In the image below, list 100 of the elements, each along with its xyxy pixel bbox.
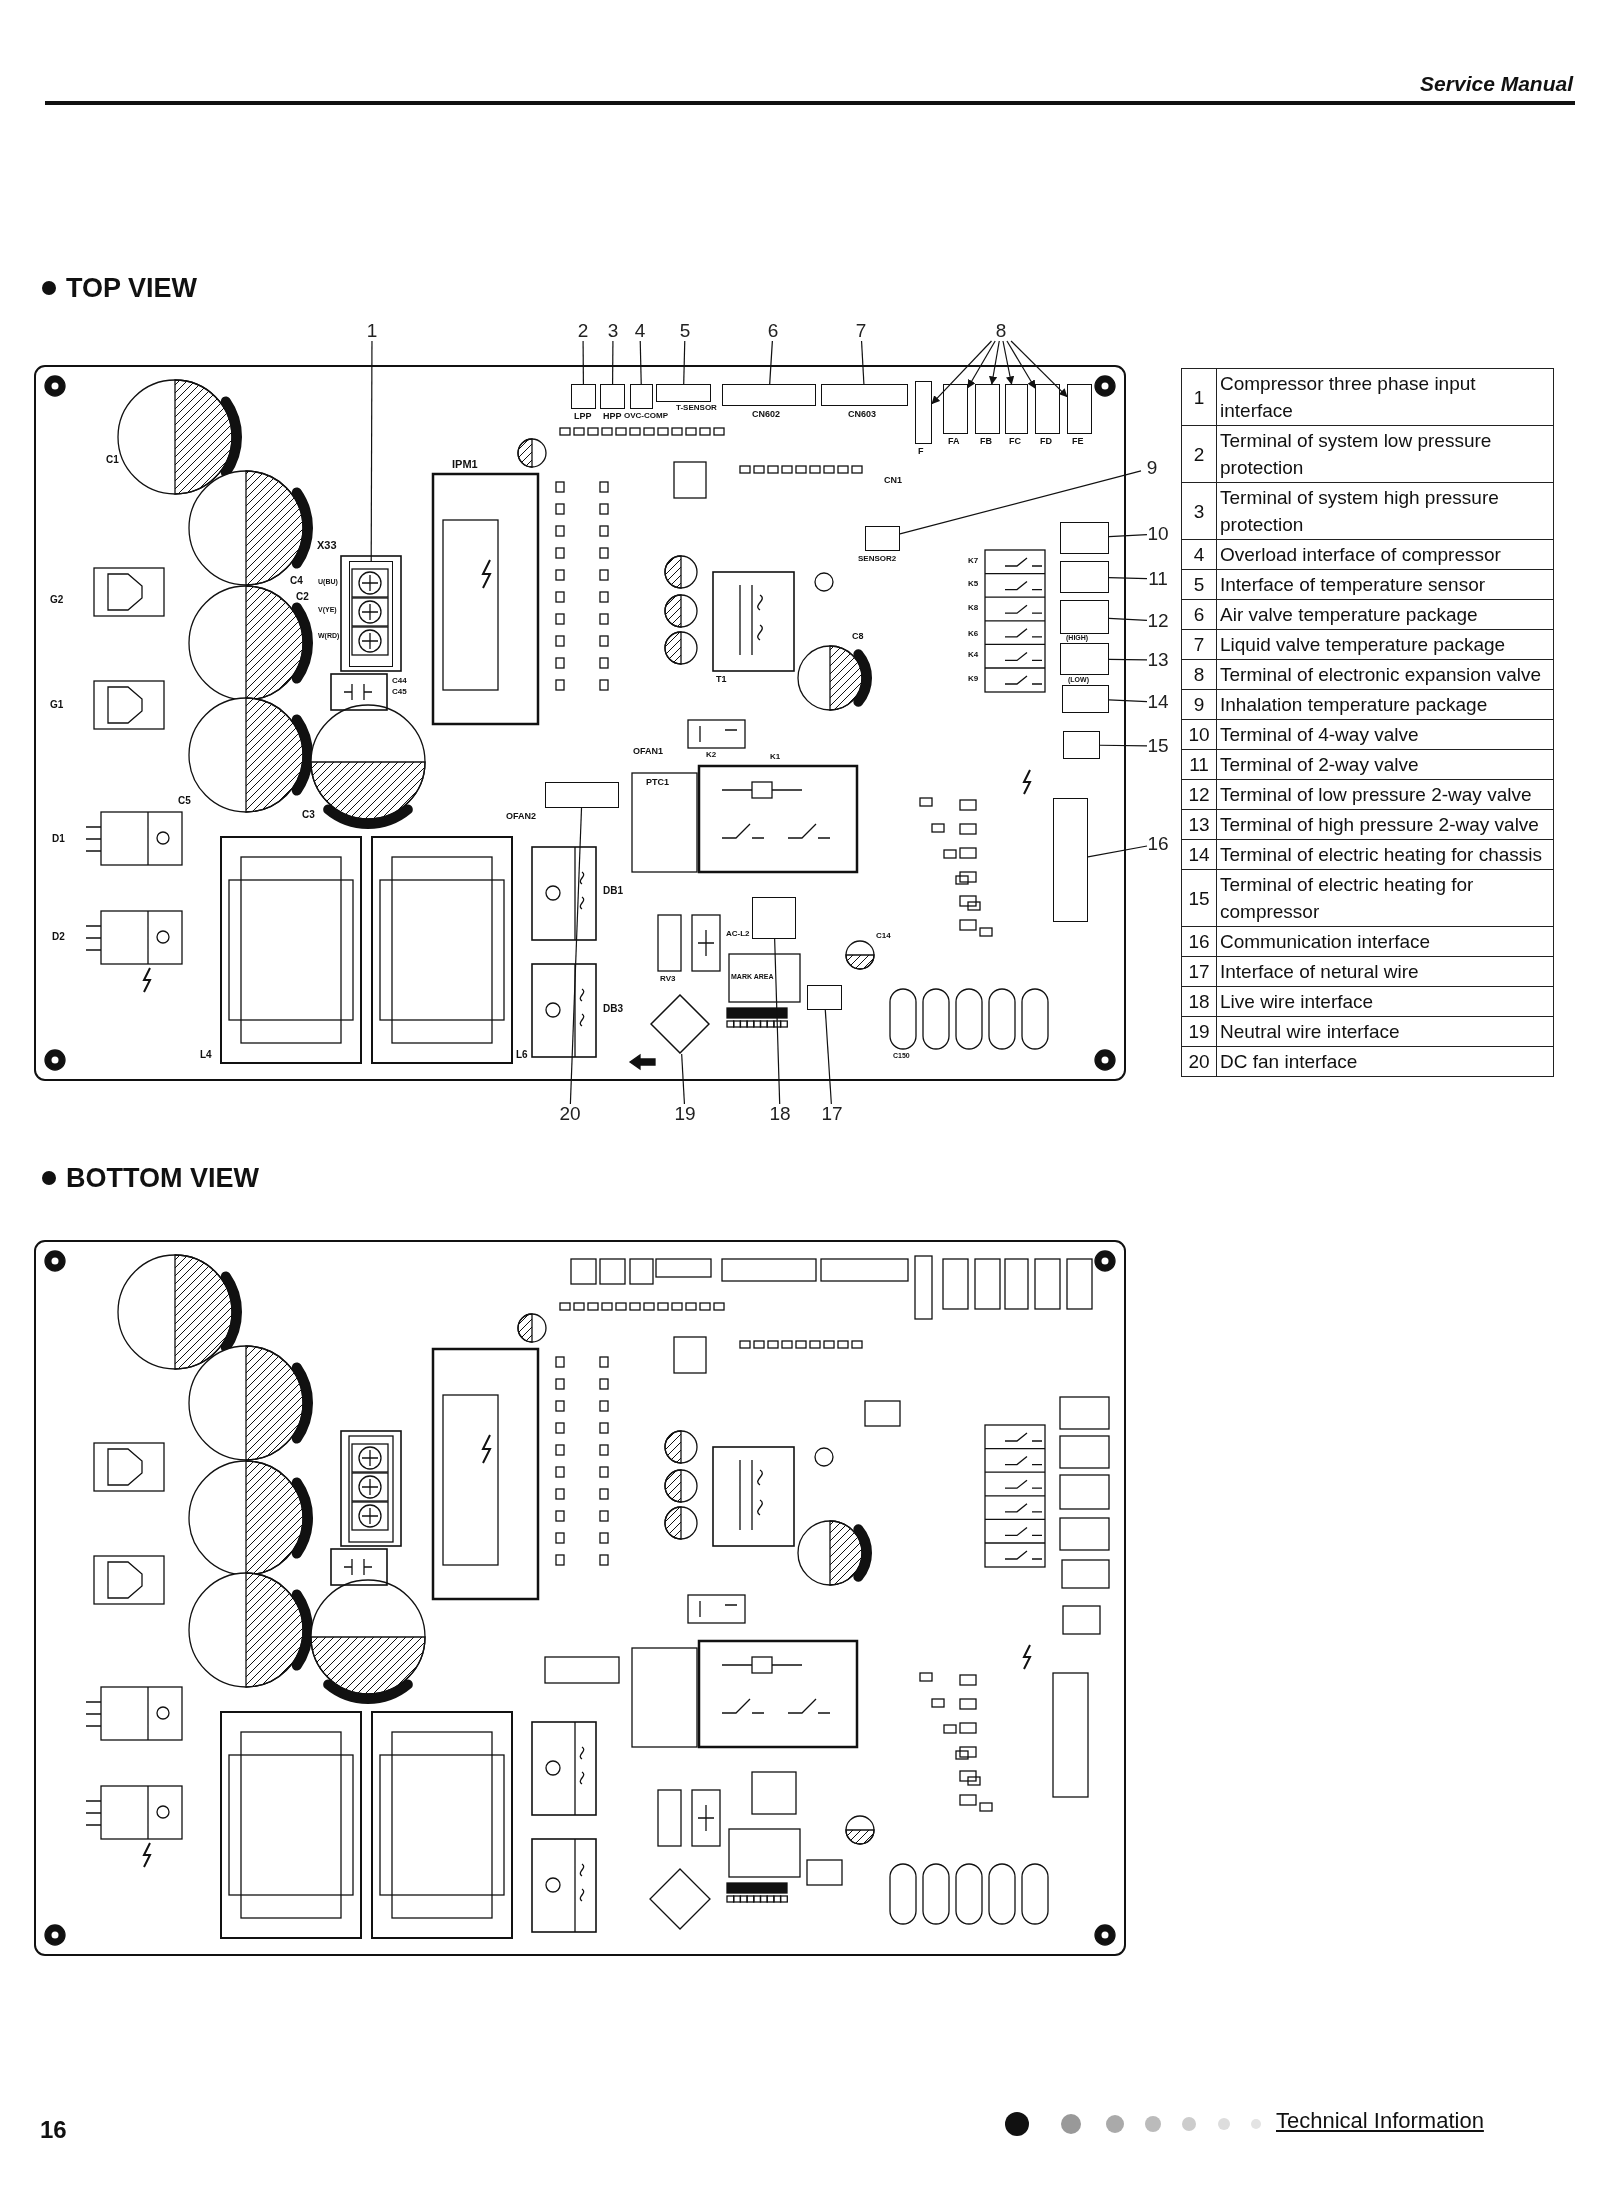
component-label: RV3	[660, 975, 676, 983]
leader-line	[899, 470, 1142, 535]
component-label: C4	[290, 576, 303, 586]
component-label: IPM1	[452, 459, 478, 470]
component-outline	[865, 526, 900, 551]
description-cell: Terminal of electronic expansion valve	[1216, 659, 1554, 690]
callout-number-cell: 12	[1181, 779, 1217, 810]
description-cell: Terminal of low pressure 2-way valve	[1216, 779, 1554, 810]
component-label: DB1	[603, 886, 623, 896]
callout-number: 10	[1147, 524, 1169, 544]
component-outline	[752, 897, 796, 939]
component-label: K5	[968, 580, 979, 588]
diamond-component	[650, 994, 710, 1054]
component-outline	[1060, 561, 1109, 593]
leader-line	[931, 340, 993, 405]
component-label: HPP	[603, 412, 622, 421]
callout-number-cell: 7	[1181, 629, 1217, 660]
description-cell: Interface of netural wire	[1216, 956, 1554, 987]
component-outline	[1053, 798, 1088, 922]
component-label: CN1	[884, 476, 902, 485]
callout-number: 16	[1147, 834, 1169, 854]
callout-number: 5	[674, 321, 696, 341]
component-label: C45	[392, 688, 407, 696]
component-outline	[545, 782, 619, 808]
leader-line	[1087, 845, 1148, 858]
callout-number: 15	[1147, 736, 1169, 756]
callout-number: 19	[674, 1104, 696, 1124]
callout-number: 12	[1147, 611, 1169, 631]
component-label: K6	[968, 630, 979, 638]
leader-line	[824, 1009, 832, 1105]
callout-number-cell: 13	[1181, 809, 1217, 840]
component-label: FA	[948, 437, 960, 446]
leader-line	[569, 807, 583, 1105]
description-cell: DC fan interface	[1216, 1046, 1554, 1077]
leader-line	[967, 340, 996, 389]
description-cell: Terminal of electric heating for chassis	[1216, 839, 1554, 870]
leader-line	[989, 340, 1000, 385]
component-label: C3	[302, 810, 315, 820]
leader-line	[1002, 340, 1015, 385]
component-label: FE	[1072, 437, 1084, 446]
callout-number-cell: 17	[1181, 956, 1217, 987]
callout-number: 11	[1147, 569, 1169, 589]
component-label: X33	[317, 540, 337, 551]
callout-number: 13	[1147, 650, 1169, 670]
component-label: G2	[50, 595, 64, 605]
callout-number: 18	[769, 1104, 791, 1124]
component-label: OVC-COMP	[624, 412, 668, 420]
leader-line	[582, 340, 584, 385]
description-cell: Live wire interface	[1216, 986, 1554, 1017]
callout-number-cell: 20	[1181, 1046, 1217, 1077]
component-outline	[943, 384, 968, 434]
callout-number-cell: 4	[1181, 539, 1217, 570]
callout-number-cell: 6	[1181, 599, 1217, 630]
section-heading: TOP VIEW	[66, 272, 198, 305]
callout-number-cell: 19	[1181, 1016, 1217, 1047]
component-outline	[571, 384, 596, 409]
leader-line	[1099, 744, 1148, 747]
leader-line	[1108, 658, 1148, 661]
component-outline	[1063, 731, 1100, 759]
component-label: C2	[296, 592, 309, 602]
callout-number-cell: 8	[1181, 659, 1217, 690]
callout-number: 4	[629, 321, 651, 341]
leader-line	[774, 938, 781, 1105]
component-outline	[349, 561, 393, 667]
component-label: K2	[706, 751, 717, 759]
component-outline	[975, 384, 1000, 434]
description-cell: Communication interface	[1216, 926, 1554, 957]
callout-number-cell: 1	[1181, 368, 1217, 426]
description-cell: Liquid valve temperature package	[1216, 629, 1554, 660]
callout-number: 2	[572, 321, 594, 341]
leader-line	[860, 340, 865, 385]
callout-number-cell: 11	[1181, 749, 1217, 780]
page-header: Service Manual	[1420, 72, 1573, 96]
callout-number-cell: 9	[1181, 689, 1217, 720]
component-label: OFAN2	[506, 812, 536, 821]
description-cell: Compressor three phase input interface	[1216, 368, 1554, 426]
component-label: G1	[50, 700, 64, 710]
description-cell: Neutral wire interface	[1216, 1016, 1554, 1047]
component-outline	[807, 985, 842, 1010]
component-outline	[821, 384, 908, 406]
component-label: PTC1	[646, 778, 669, 787]
component-label: FB	[980, 437, 992, 446]
component-label: K1	[770, 753, 781, 761]
component-outline	[1060, 522, 1109, 554]
component-label: C14	[876, 932, 891, 940]
component-label: K7	[968, 557, 979, 565]
component-outline	[722, 384, 816, 406]
leader-line	[681, 1053, 686, 1105]
component-label: K4	[968, 651, 979, 659]
callout-number-cell: 15	[1181, 869, 1217, 927]
callout-number: 3	[602, 321, 624, 341]
component-label: L4	[200, 1050, 212, 1060]
component-label: K9	[968, 675, 979, 683]
description-cell: Terminal of electric heating for compressor	[1216, 869, 1554, 927]
description-cell: Interface of temperature sensor	[1216, 569, 1554, 600]
leader-line	[1108, 617, 1148, 621]
component-label: T1	[716, 675, 727, 684]
component-label: LPP	[574, 412, 592, 421]
callout-number-cell: 18	[1181, 986, 1217, 1017]
component-label: C44	[392, 677, 407, 685]
